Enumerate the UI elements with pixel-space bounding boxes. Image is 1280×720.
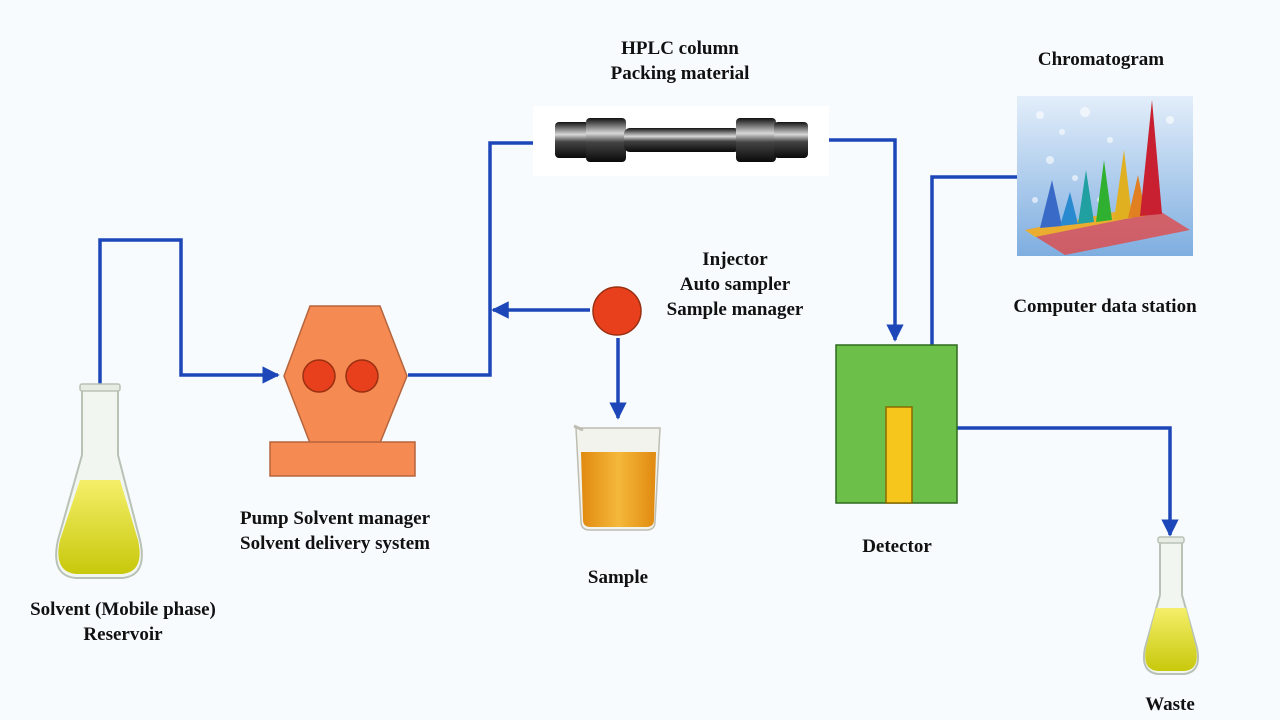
- column-label-line-2: Packing material: [610, 63, 750, 84]
- pump-label: Pump Solvent manager Solvent delivery sy…: [225, 506, 445, 556]
- detector-to-waste-line: [957, 426, 1179, 537]
- column-to-detector-line: [817, 138, 904, 342]
- detector-to-computer-line: [930, 175, 1017, 345]
- reservoir-label: Solvent (Mobile phase) Reservoir: [18, 597, 228, 647]
- chromatogram-label: Chromatogram: [1037, 49, 1165, 70]
- sample-beaker-icon: [573, 424, 661, 531]
- reservoir-flask-icon: [55, 383, 143, 579]
- chromatogram-image: [1017, 96, 1193, 256]
- reservoir-to-pump-line: [98, 238, 280, 478]
- column-label-line-1: HPLC column: [621, 38, 739, 59]
- flow-lines: [98, 134, 1179, 537]
- column-label: HPLC column Packing material: [590, 36, 770, 86]
- hplc-column-icon: [533, 106, 829, 176]
- injector-label-line-1: Injector: [702, 249, 768, 270]
- data-station-label: Computer data station: [1013, 296, 1197, 317]
- reservoir-label-line-1: Solvent (Mobile phase): [30, 599, 216, 620]
- injector-label: Injector Auto sampler Sample manager: [655, 247, 815, 322]
- pump-to-column-line: [408, 134, 555, 377]
- pump-label-line-2: Solvent delivery system: [240, 533, 430, 554]
- waste-flask-icon: [1142, 536, 1200, 675]
- detector-icon: [835, 344, 958, 504]
- waste-label: Waste: [1145, 694, 1195, 715]
- pump-label-line-1: Pump Solvent manager: [240, 508, 430, 529]
- sample-label: Sample: [587, 567, 649, 588]
- injector-label-line-3: Sample manager: [666, 299, 804, 320]
- injector-icon: [592, 286, 642, 336]
- pump-icon: [269, 305, 416, 477]
- reservoir-label-line-2: Reservoir: [83, 624, 163, 645]
- detector-label: Detector: [862, 536, 932, 557]
- injector-label-line-2: Auto sampler: [679, 274, 791, 295]
